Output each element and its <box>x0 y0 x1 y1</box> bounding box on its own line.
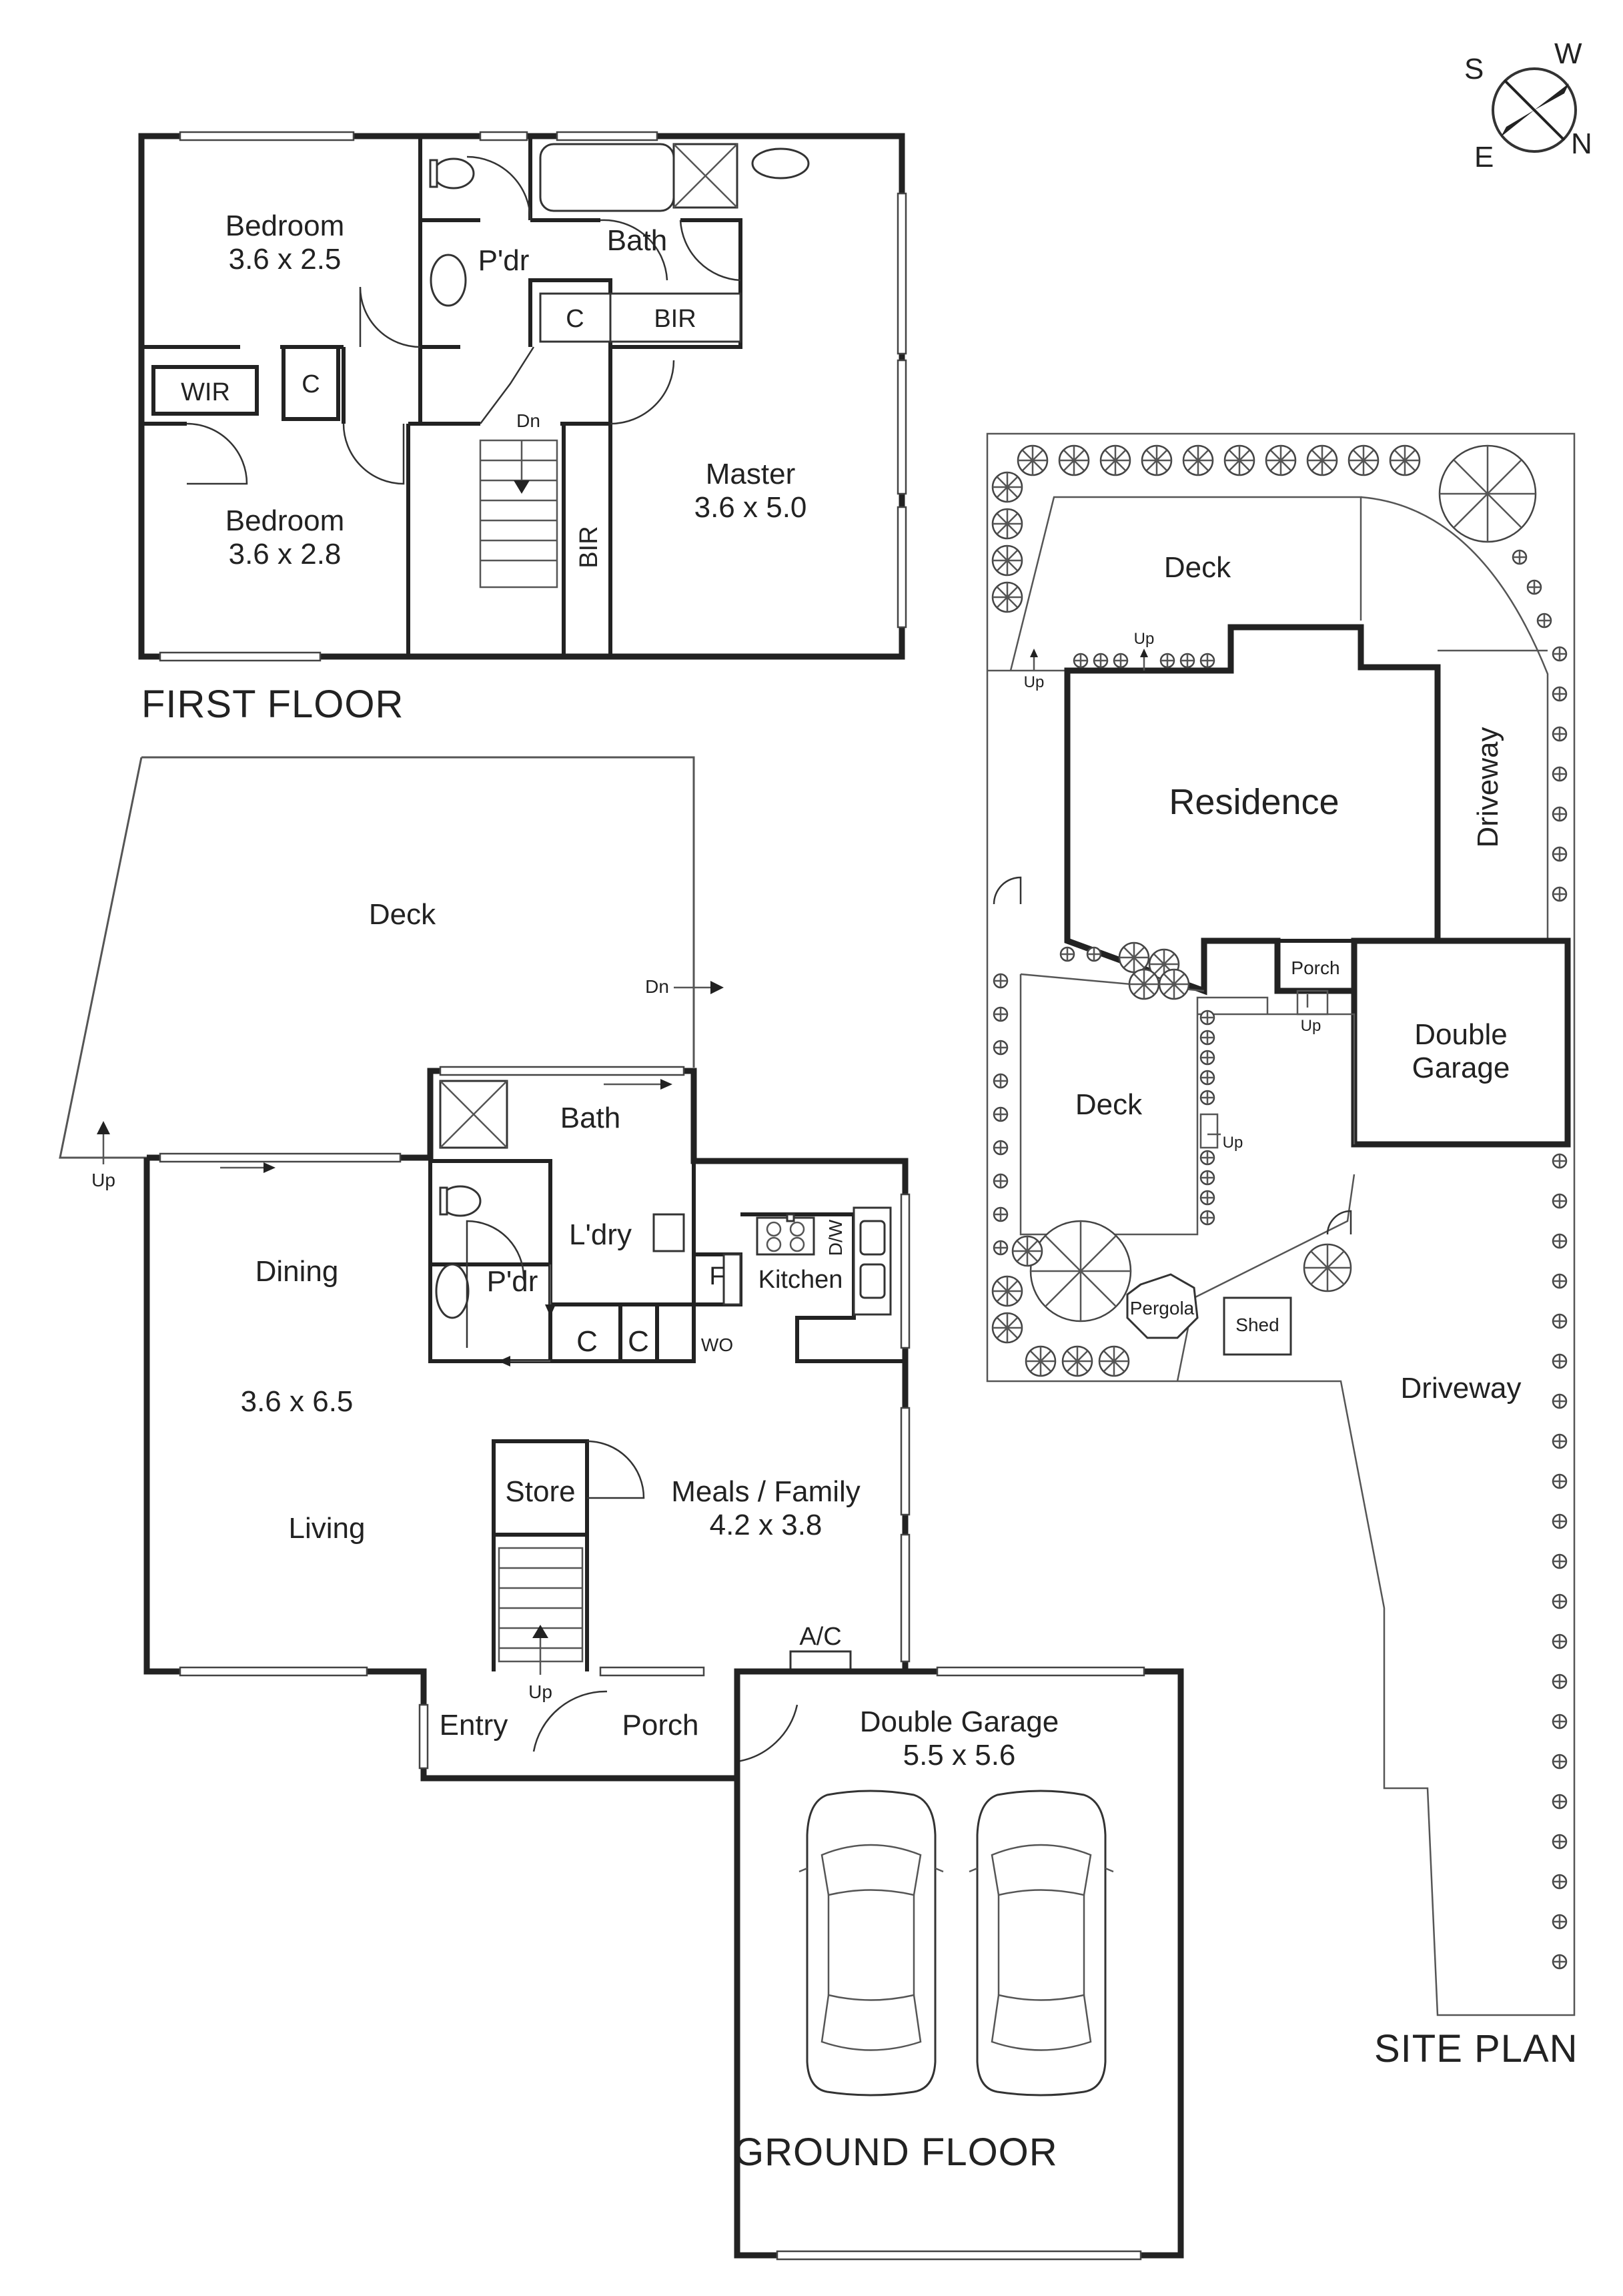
compass-e: E <box>1474 141 1494 173</box>
gf-meals-name: Meals / Family <box>671 1475 861 1508</box>
gf-garage-name: Double Garage <box>860 1705 1059 1738</box>
ff-master-name: Master <box>706 458 795 490</box>
gf-closet1-label: C <box>576 1325 598 1358</box>
gf-dishwasher-label: D/W <box>825 1219 846 1256</box>
compass-n: N <box>1571 127 1592 160</box>
ff-closet-label: C <box>566 305 584 333</box>
gf-stairs-up-label: Up <box>528 1681 552 1702</box>
sp-garage-label-1: Double <box>1414 1018 1507 1051</box>
ff-wir-label: WIR <box>181 378 230 406</box>
sp-shed-label: Shed <box>1235 1314 1279 1335</box>
ff-bir2-label: BIR <box>575 526 603 568</box>
sp-deck-top-label: Deck <box>1164 551 1231 584</box>
sp-pergola-label: Pergola <box>1130 1298 1195 1318</box>
compass-w: W <box>1554 37 1582 70</box>
gf-entry-label: Entry <box>440 1709 508 1742</box>
ff-bedroom1-name: Bedroom <box>225 210 345 242</box>
compass-s: S <box>1464 53 1484 85</box>
gf-deck-dn-label: Dn <box>645 976 669 997</box>
compass: S W E N <box>1464 37 1592 173</box>
sp-residence-label: Residence <box>1169 782 1339 822</box>
gf-meals-size: 4.2 x 3.8 <box>710 1509 823 1541</box>
gf-porch-label: Porch <box>622 1709 699 1742</box>
gf-pdr-label: P'dr <box>487 1265 538 1298</box>
ff-bedroom2-size: 3.6 x 2.8 <box>229 538 342 570</box>
gf-deck-label: Deck <box>369 898 436 931</box>
ff-bir-label: BIR <box>654 305 696 333</box>
sp-porch-label: Porch <box>1291 958 1339 978</box>
gf-deck-up-label: Up <box>91 1170 115 1190</box>
ff-master-size: 3.6 x 5.0 <box>694 491 807 524</box>
ff-pdr-label: P'dr <box>478 244 530 277</box>
site-plan: Deck Up Up Residence Driveway Porch Up D… <box>986 432 1578 2070</box>
gf-store-label: Store <box>505 1475 575 1508</box>
sp-deck-lower-label: Deck <box>1075 1088 1143 1121</box>
sp-garage-label-2: Garage <box>1412 1052 1510 1084</box>
gf-closet2-label: C <box>628 1325 649 1358</box>
gf-fridge-label: F <box>709 1262 724 1290</box>
ground-floor-title: GROUND FLOOR <box>734 2131 1058 2174</box>
gf-dining-label: Dining <box>255 1255 339 1288</box>
ff-bedroom1-size: 3.6 x 2.5 <box>229 243 342 276</box>
gf-dining-living-size: 3.6 x 6.5 <box>241 1385 354 1418</box>
ff-dn-label: Dn <box>516 410 540 431</box>
ground-floor-plan: Deck Dn Up <box>59 756 1184 2261</box>
gf-laundry-label: L'dry <box>569 1218 632 1251</box>
site-plan-title: SITE PLAN <box>1374 2027 1578 2070</box>
gf-kitchen-label: Kitchen <box>758 1266 843 1294</box>
ff-closet2-label: C <box>302 370 320 398</box>
first-floor-title: FIRST FLOOR <box>141 683 404 726</box>
ff-bedroom2-name: Bedroom <box>225 504 345 537</box>
sp-driveway-main-label: Driveway <box>1401 1372 1522 1405</box>
gf-living-label: Living <box>289 1512 366 1545</box>
sp-driveway-side-label: Driveway <box>1472 727 1504 848</box>
sp-up2-label: Up <box>1134 630 1155 648</box>
ff-bath-label: Bath <box>607 224 668 257</box>
first-floor-plan: Bedroom 3.6 x 2.5 P'dr Bath C BIR WIR C … <box>138 131 907 726</box>
gf-wo-label: WO <box>701 1334 733 1355</box>
gf-ac-label: A/C <box>799 1623 841 1651</box>
sp-up1-label: Up <box>1024 673 1045 691</box>
gf-bath-label: Bath <box>560 1102 621 1134</box>
sp-up3-label: Up <box>1301 1017 1321 1035</box>
gf-garage-size: 5.5 x 5.6 <box>903 1739 1016 1772</box>
sp-up4-label: Up <box>1223 1134 1243 1152</box>
